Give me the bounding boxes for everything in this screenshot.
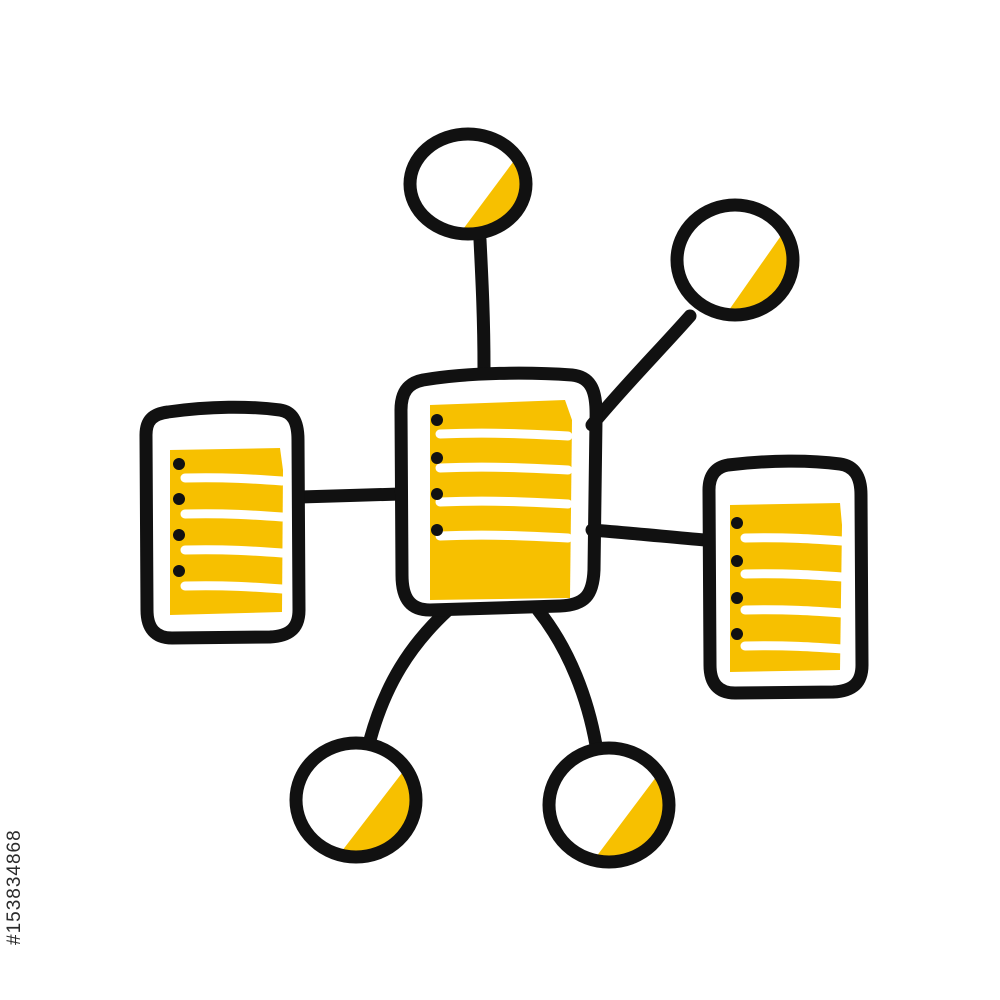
connector-top-right — [585, 309, 697, 432]
node-top-right — [670, 198, 800, 322]
connector-right — [585, 523, 712, 547]
connector-bottom-right — [531, 603, 603, 752]
connector-bottom-left — [363, 603, 455, 747]
node-bottom-left — [289, 736, 423, 864]
node-top — [403, 127, 533, 241]
connector-lines — [293, 233, 712, 752]
node-bottom-right — [542, 741, 676, 869]
server-right-leds — [731, 517, 743, 640]
server-right — [702, 454, 869, 700]
connector-top — [473, 233, 491, 375]
server-left — [139, 400, 306, 645]
connector-left — [293, 487, 407, 504]
server-center-leds — [431, 414, 443, 536]
stock-id-label: #153834868 — [4, 829, 25, 945]
server-left-leds — [173, 458, 185, 577]
server-center — [394, 366, 603, 617]
